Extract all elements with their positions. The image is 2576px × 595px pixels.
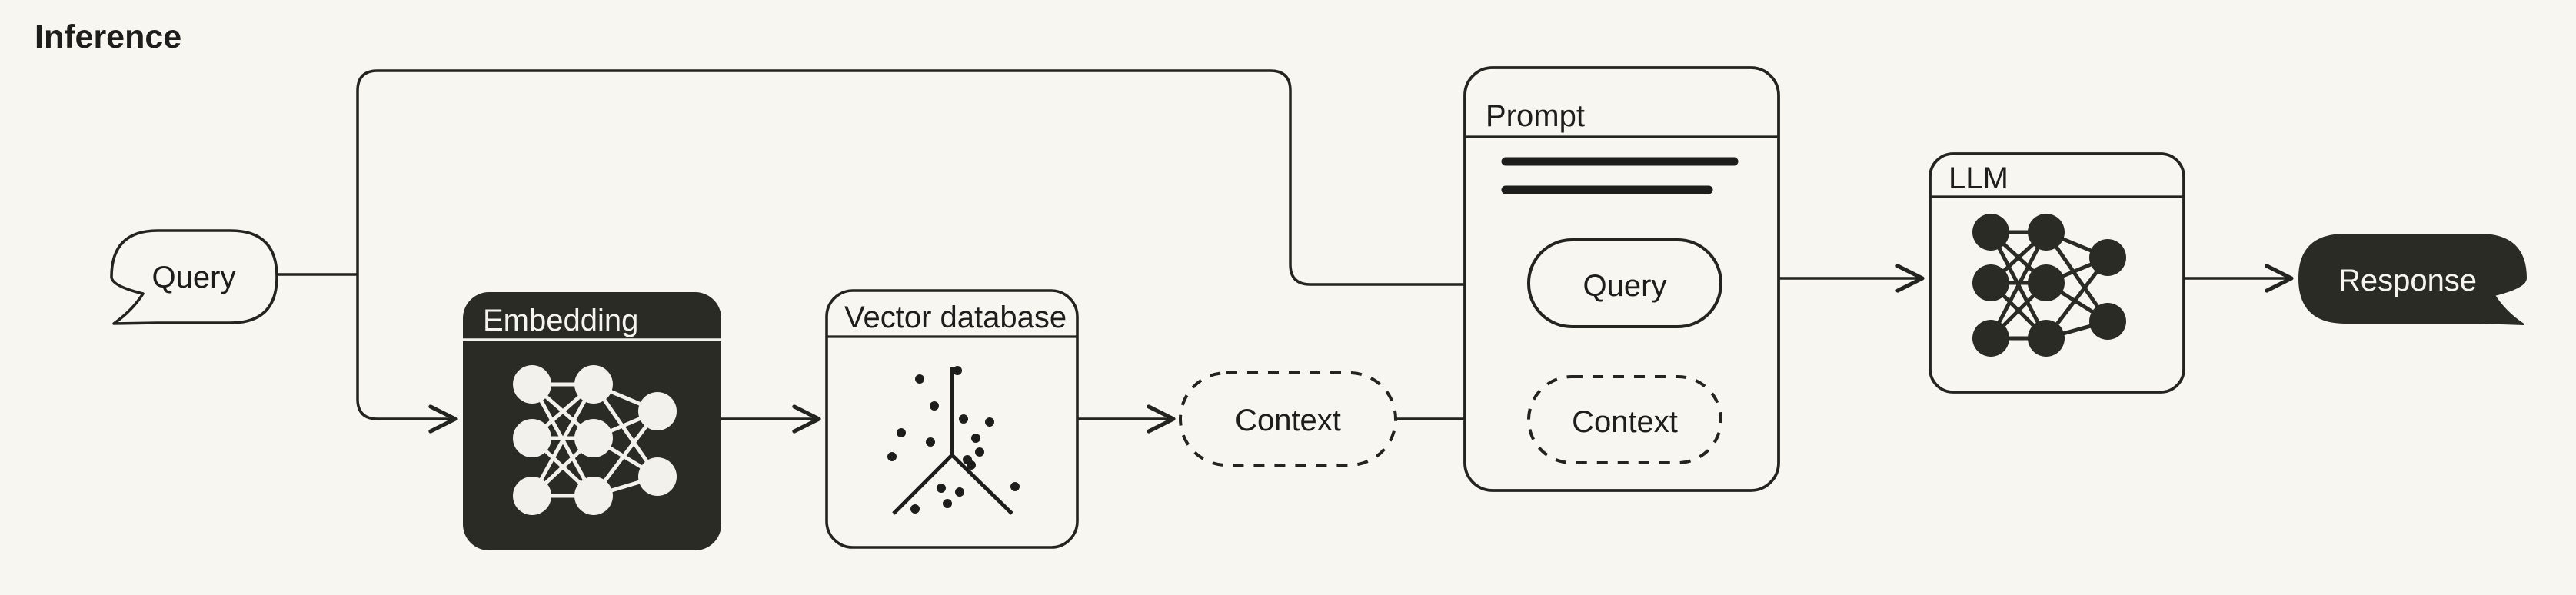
prompt-title: Prompt: [1486, 99, 1585, 133]
context-pill-label: Context: [1235, 404, 1341, 437]
edge-query-bypass-to-prompt-query: [356, 69, 1497, 299]
response-bubble-label: Response: [2338, 264, 2477, 298]
prompt-query-slot[interactable]: Query: [1527, 238, 1722, 328]
page-title: Inference: [35, 18, 181, 55]
query-bubble-shape: [110, 229, 278, 325]
edge-layer: [277, 69, 2294, 434]
vector-database-card[interactable]: Vector database: [825, 289, 1079, 549]
llm-title: LLM: [1949, 161, 2009, 195]
embedding-neural-network: [513, 365, 677, 515]
embedding-card[interactable]: Embedding: [463, 292, 721, 550]
response-bubble[interactable]: Response: [2298, 234, 2527, 325]
prompt-query-slot-label: Query: [1583, 269, 1667, 303]
prompt-context-slot-shape: [1527, 375, 1722, 464]
query-bubble-label: Query: [152, 261, 236, 294]
query-bubble[interactable]: Query: [110, 229, 278, 325]
llm-neural-network: [1972, 214, 2126, 357]
context-pill[interactable]: Context: [1179, 371, 1397, 467]
response-bubble-shape: [2298, 234, 2527, 325]
prompt-card[interactable]: Prompt Query Context: [1463, 66, 1780, 492]
vector-scatter-points: [887, 366, 1020, 514]
context-pill-shape: [1179, 371, 1397, 467]
llm-card[interactable]: LLM: [1929, 152, 2185, 394]
vector-space-axes: [892, 367, 1013, 515]
prompt-query-slot-shape: [1527, 238, 1722, 328]
edge-query-to-embedding: [356, 274, 458, 434]
embedding-title: Embedding: [483, 304, 638, 337]
prompt-context-slot-label: Context: [1572, 405, 1678, 439]
prompt-text-lines: [1501, 157, 1739, 194]
vector-database-title: Vector database: [844, 301, 1067, 334]
prompt-context-slot[interactable]: Context: [1527, 375, 1722, 464]
